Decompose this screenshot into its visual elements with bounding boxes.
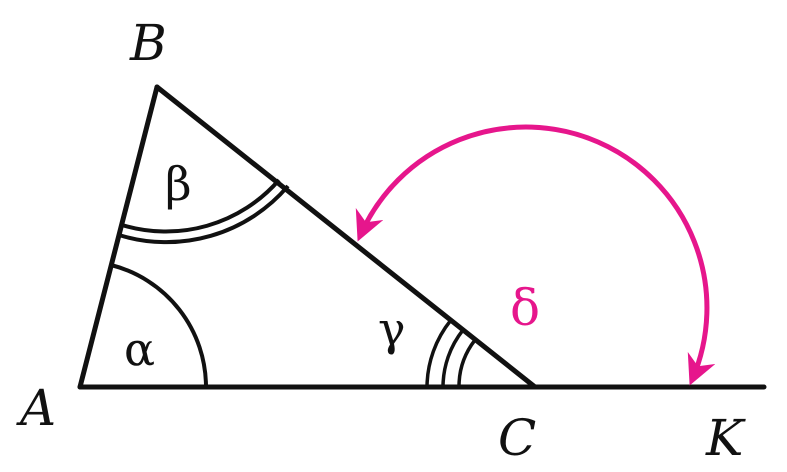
angle-arc-alpha [110,263,208,388]
vertex-label-c: C [498,409,536,467]
angle-label-beta: β [165,157,192,211]
angle-arc-gamma-3 [457,338,477,388]
side-ab [77,84,160,390]
angle-label-delta: δ [510,279,540,337]
vertex-label-b: B [129,14,167,72]
angle-arc-beta-outer [118,184,290,245]
vertex-label-a: A [16,379,56,437]
angle-arc-beta-inner [121,178,281,234]
vertex-label-k: K [705,409,746,467]
angle-label-gamma: γ [378,302,406,356]
exterior-angle-arrow-delta [355,124,716,386]
angle-label-alpha: α [124,322,155,376]
